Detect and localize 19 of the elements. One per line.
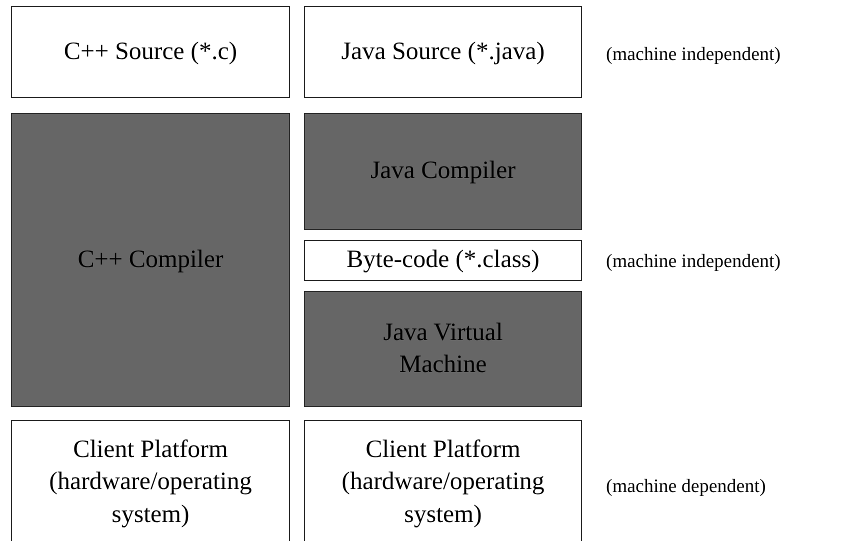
note-text: (machine independent) bbox=[606, 251, 781, 273]
file-box bbox=[304, 6, 582, 98]
file-box bbox=[304, 240, 582, 281]
box-label: Java Source (*.java) bbox=[341, 36, 545, 67]
file-box bbox=[11, 6, 290, 98]
box-label: Java Compiler bbox=[370, 156, 516, 186]
note-text: (machine independent) bbox=[606, 44, 781, 66]
box-label: C++ Source (*.c) bbox=[64, 36, 238, 67]
process-box bbox=[11, 113, 290, 407]
box-label: Byte-code (*.class) bbox=[346, 245, 540, 276]
box-label: Java Virtual Machine bbox=[382, 318, 504, 380]
file-box bbox=[304, 420, 582, 541]
box-label: Client Platform (hardware/operating system) bbox=[340, 434, 546, 530]
process-box bbox=[304, 113, 582, 230]
note-text: (machine dependent) bbox=[606, 476, 766, 498]
file-box bbox=[11, 420, 290, 541]
box-label: Client Platform (hardware/operating system) bbox=[48, 434, 253, 530]
process-box bbox=[304, 291, 582, 407]
box-label: C++ Compiler bbox=[78, 244, 224, 275]
